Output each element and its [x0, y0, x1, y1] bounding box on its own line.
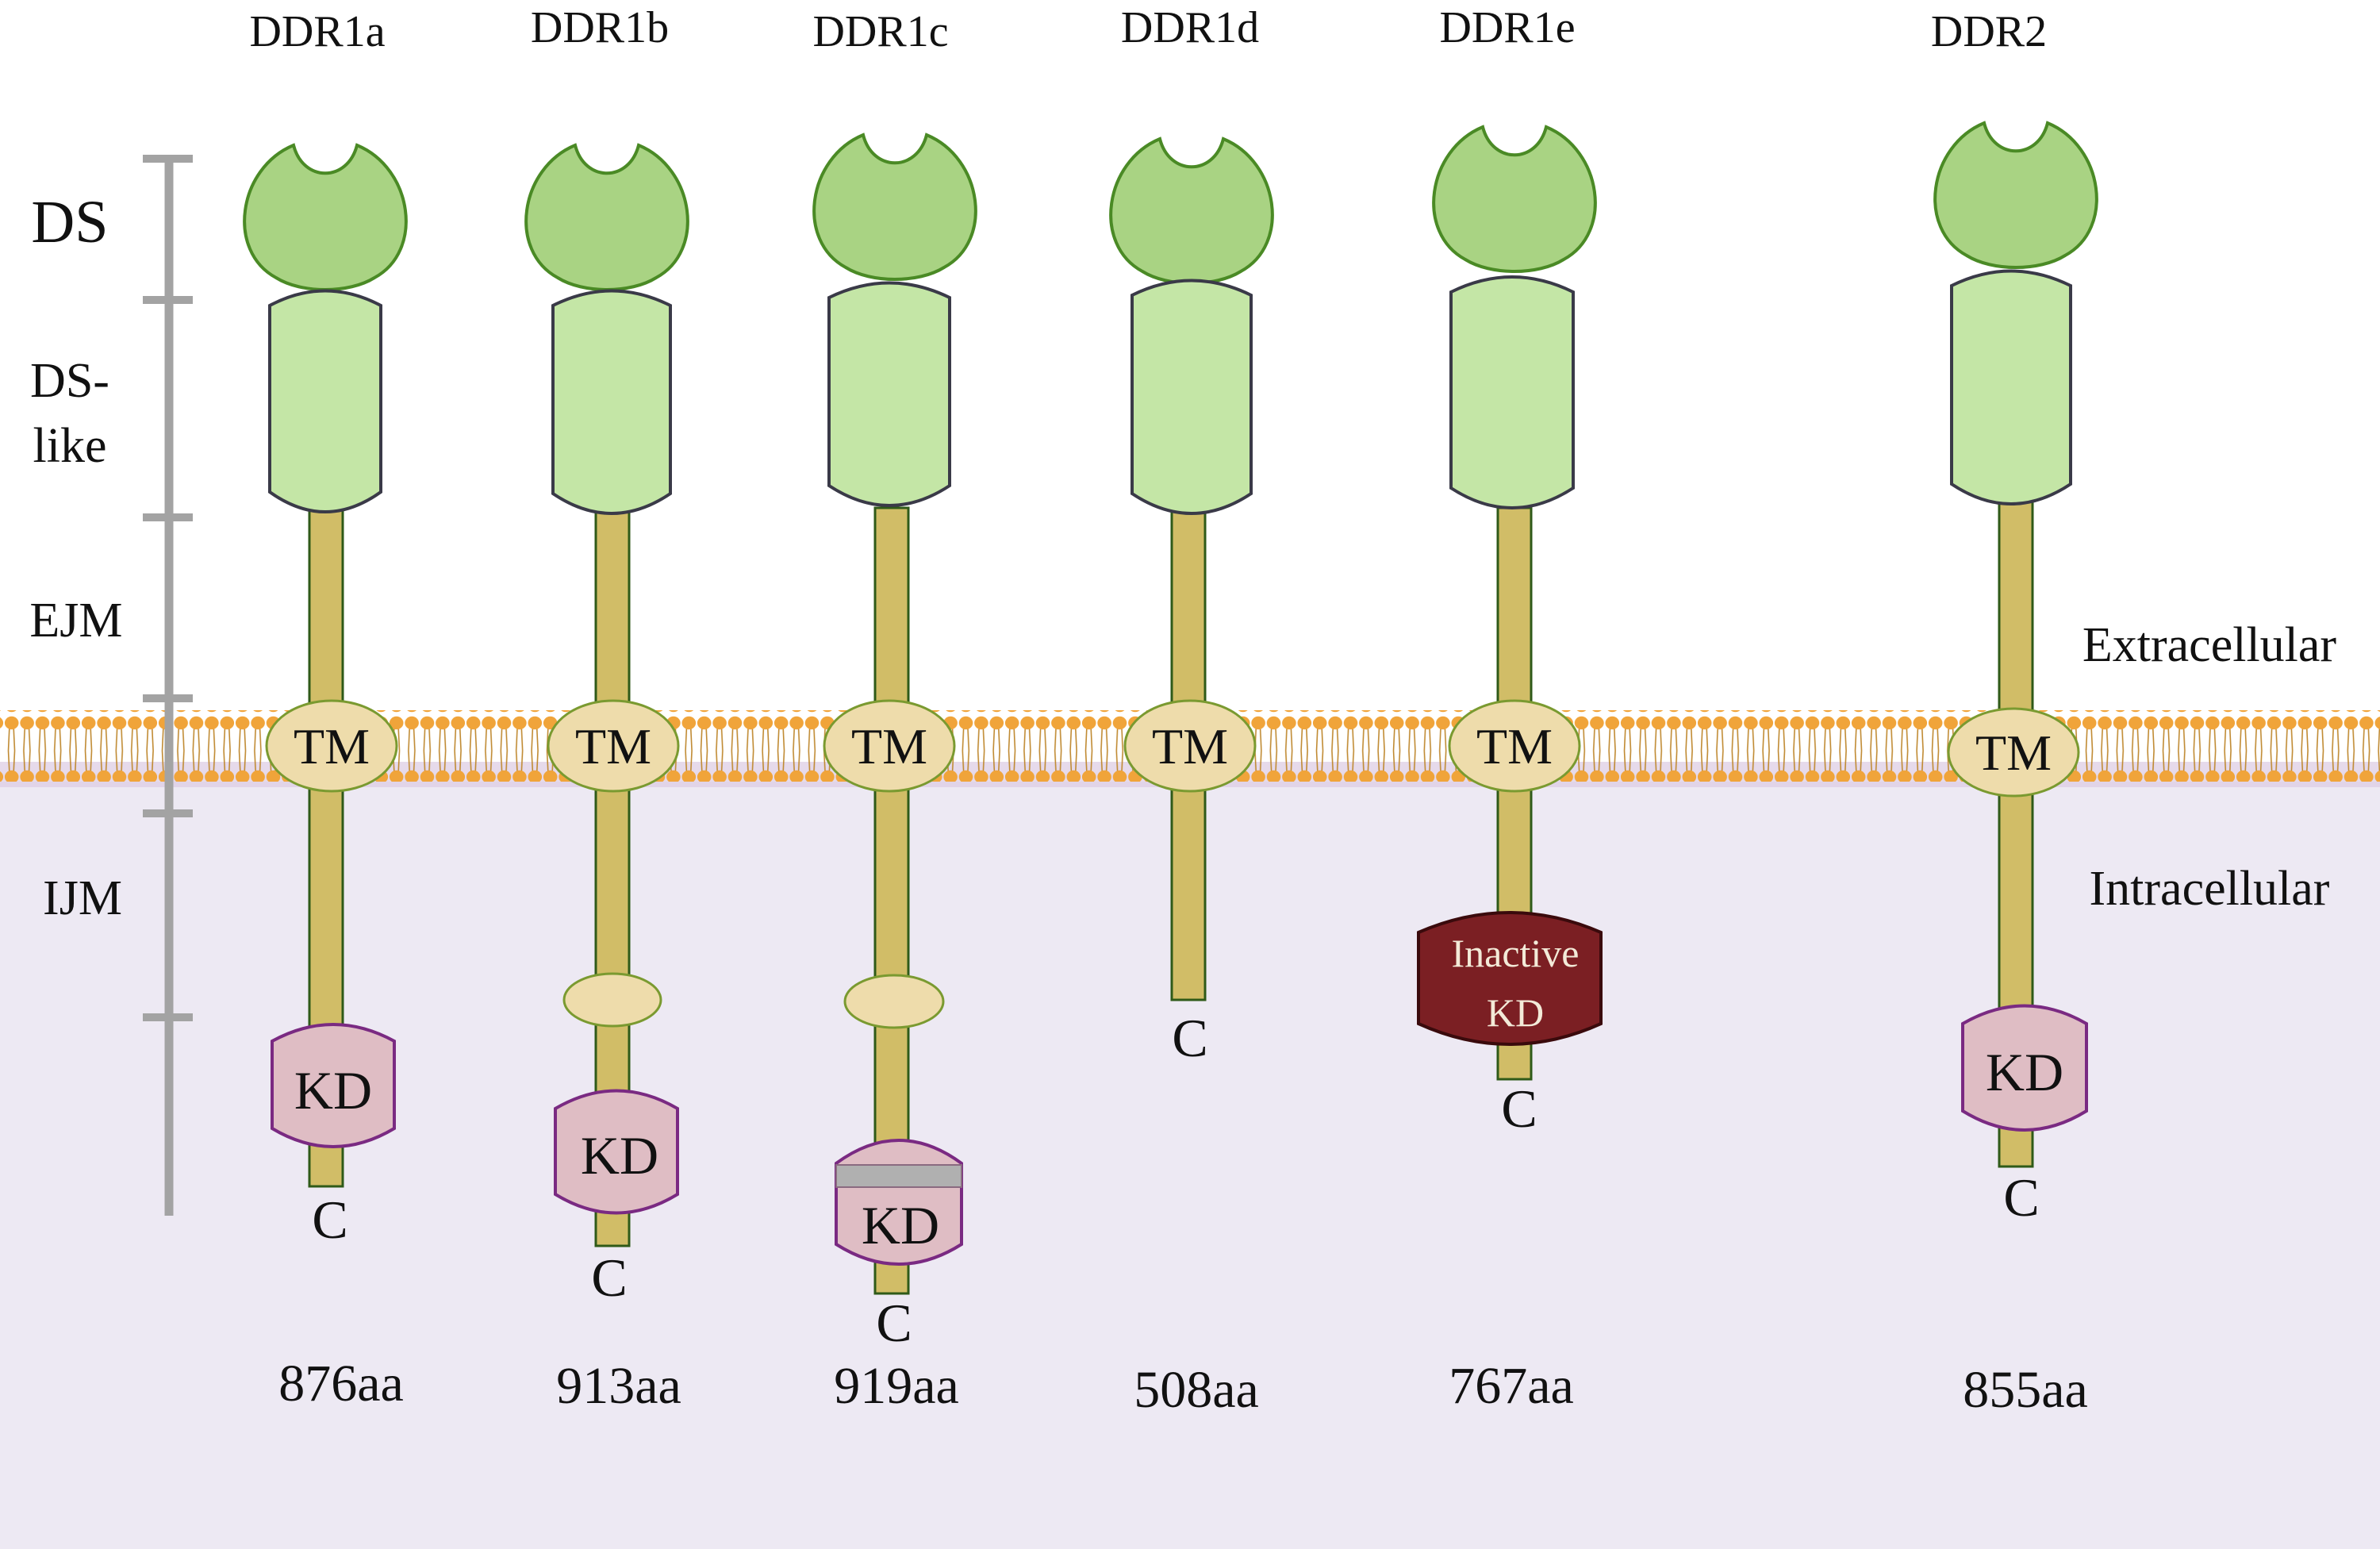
domain-scale-bar	[143, 155, 193, 1216]
transmembrane-domain	[265, 699, 398, 793]
c-terminus-label: C	[591, 1247, 627, 1308]
isoform-title: DDR1e	[1439, 3, 1575, 52]
isoform-title: DDR1c	[812, 7, 948, 56]
transmembrane-domain	[1123, 699, 1257, 793]
c-terminus-label: C	[876, 1293, 912, 1353]
extracellular-label: Extracellular	[2082, 618, 2336, 672]
tm-label: TM	[1975, 725, 2052, 781]
length-label: 767aa	[1449, 1357, 1574, 1415]
ds-like-domain	[551, 289, 672, 515]
discoidin-domain	[1432, 125, 1597, 273]
inactive-kd-label-line2: KD	[1487, 990, 1544, 1035]
kd-label: KD	[1986, 1042, 2063, 1102]
isoform-title: DDR1d	[1121, 3, 1259, 52]
length-label: 508aa	[1134, 1361, 1259, 1419]
isoform-ddr1a: DDR1a TM KD C 876aa	[243, 7, 408, 1413]
kd-label: KD	[581, 1125, 658, 1186]
ijm-domain-label: IJM	[43, 871, 122, 925]
ejm-domain-label: EJM	[29, 594, 122, 648]
discoidin-domain	[812, 133, 977, 281]
length-label: 855aa	[1963, 1361, 2088, 1419]
c-terminus-label: C	[2003, 1167, 2039, 1228]
kd-label: KD	[862, 1195, 939, 1255]
tm-label: TM	[1476, 718, 1553, 774]
kinase-domain	[1961, 1004, 2088, 1132]
isoform-ddr2: DDR2 TM KD C 855aa	[1931, 7, 2098, 1419]
insert-segment	[562, 972, 662, 1028]
inactive-kinase-domain	[1417, 911, 1603, 1046]
isoform-ddr1b: DDR1b TM KD C 913aa	[524, 3, 689, 1415]
kd-label: KD	[294, 1060, 372, 1120]
transmembrane-domain	[1448, 699, 1581, 793]
ds-like-domain	[827, 281, 951, 507]
tm-label: TM	[851, 718, 927, 774]
c-terminus-label: C	[1501, 1078, 1537, 1139]
kinase-deletion-band	[835, 1164, 962, 1188]
isoform-ddr1d: DDR1d TM C 508aa	[1109, 3, 1274, 1419]
tm-label: TM	[294, 718, 370, 774]
ds-like-domain	[1950, 269, 2072, 505]
kinase-domain	[554, 1089, 679, 1215]
tm-label: TM	[1152, 718, 1228, 774]
ds-like-domain	[268, 289, 382, 513]
intracellular-label: Intracellular	[2090, 862, 2330, 916]
isoform-title: DDR1a	[249, 7, 385, 56]
discoidin-domain	[524, 143, 689, 291]
insert-segment	[843, 974, 945, 1029]
ds-like-domain	[1130, 279, 1253, 515]
c-terminus-label: C	[312, 1190, 347, 1250]
discoidin-domain	[1109, 136, 1274, 285]
isoform-title: DDR2	[1931, 7, 2047, 56]
length-label: 876aa	[278, 1355, 404, 1413]
discoidin-domain	[1933, 121, 2098, 269]
transmembrane-domain	[1947, 707, 2080, 798]
isoform-ddr1e: DDR1e TM Inactive KD C 767aa	[1417, 3, 1603, 1415]
transmembrane-domain	[547, 699, 680, 793]
length-label: 913aa	[556, 1357, 681, 1415]
c-terminus-label: C	[1172, 1008, 1207, 1068]
ds-like-domain-label-line1: DS-	[30, 354, 109, 408]
transmembrane-domain	[823, 699, 956, 793]
ds-like-domain-label-line2: like	[33, 419, 107, 473]
tm-label: TM	[575, 718, 651, 774]
isoform-title: DDR1b	[531, 3, 669, 52]
inactive-kd-label-line1: Inactive	[1451, 931, 1579, 975]
discoidin-domain	[243, 143, 408, 291]
isoform-ddr1c: DDR1c TM KD C 919aa	[812, 7, 977, 1415]
length-label: 919aa	[834, 1357, 959, 1415]
kinase-domain	[271, 1023, 396, 1148]
ds-like-domain	[1449, 275, 1575, 509]
ds-domain-label: DS	[31, 189, 108, 256]
